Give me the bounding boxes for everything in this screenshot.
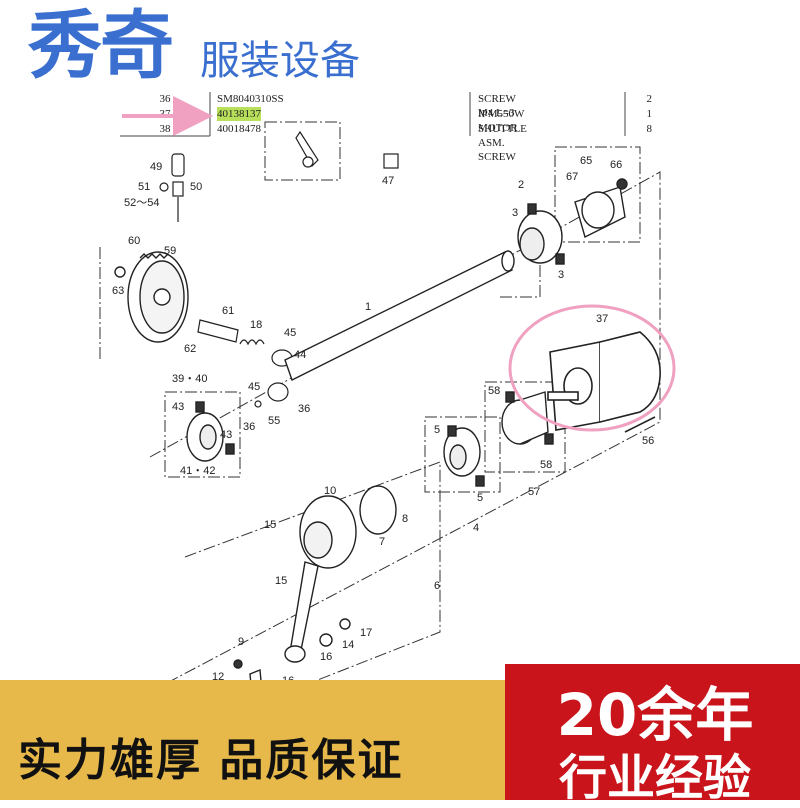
label-5a: 5 [434, 424, 440, 436]
label-15b: 15 [275, 575, 287, 587]
label-14: 14 [342, 639, 354, 651]
part-number: 40018478 [217, 123, 261, 135]
label-16a: 16 [320, 651, 332, 663]
label-43b: 43 [220, 429, 232, 441]
label-10: 10 [324, 485, 336, 497]
bracket-part-65 [574, 178, 628, 239]
label-3a: 3 [512, 207, 518, 219]
label-5b: 5 [477, 492, 483, 504]
label-45a: 45 [284, 327, 296, 339]
label-37: 37 [596, 313, 608, 325]
label-66: 66 [610, 159, 622, 171]
part-quantity: 2 [646, 93, 653, 105]
part-labels: 1 2 3 3 4 5 5 6 7 8 9 10 12 13 14 15 15 … [112, 155, 654, 680]
label-57: 57 [528, 486, 540, 498]
part-quantity: 1 [646, 108, 653, 120]
label-65: 65 [580, 155, 592, 167]
part-description: IPM550W MOTOR [478, 108, 525, 134]
label-3b: 3 [558, 269, 564, 281]
experience-text: 行业经验 [558, 750, 751, 806]
label-59: 59 [164, 245, 176, 257]
main-shaft [284, 250, 515, 381]
label-61: 61 [222, 305, 234, 317]
label-50: 50 [190, 181, 202, 193]
motor-highlight-circle [508, 304, 676, 432]
label-41-42: 41・42 [180, 465, 215, 477]
motor-part [547, 331, 661, 433]
crank-assembly [233, 485, 397, 680]
label-39-40: 39・40 [172, 373, 207, 385]
collar-part-2 [517, 203, 565, 265]
collar-part-39 [186, 401, 235, 462]
label-56: 56 [642, 435, 654, 447]
label-36a: 36 [243, 421, 255, 433]
label-55: 55 [268, 415, 280, 427]
label-63: 63 [112, 285, 124, 297]
brand-subtitle: 服装设备 [200, 38, 360, 84]
label-44: 44 [294, 349, 306, 361]
pulley-part [114, 251, 189, 343]
label-6: 6 [434, 580, 440, 592]
label-45b: 45 [248, 381, 260, 393]
label-58b: 58 [540, 459, 552, 471]
label-52-54: 52～54 [124, 197, 159, 209]
part-description: SCREW M4 L=3 [478, 93, 516, 119]
row-number: 36 [159, 93, 171, 105]
needle-bar-parts [159, 153, 185, 222]
label-8: 8 [402, 513, 408, 525]
label-36b: 36 [298, 403, 310, 415]
label-15a: 15 [264, 519, 276, 531]
label-60: 60 [128, 235, 140, 247]
part-number-highlighted: 40138137 [217, 107, 261, 121]
part-quantity: 8 [646, 123, 653, 135]
label-12: 12 [212, 671, 224, 680]
part-description: SHUTTLE ASM. SCREW [478, 123, 527, 163]
small-shaft-part [197, 319, 293, 408]
header-banner: 秀奇 服装设备 [0, 0, 800, 92]
brand-logo-text: 秀奇 [28, 3, 174, 89]
label-67: 67 [566, 171, 578, 183]
label-4: 4 [473, 522, 479, 534]
label-62: 62 [184, 343, 196, 355]
label-49: 49 [150, 161, 162, 173]
label-9: 9 [238, 636, 244, 648]
years-text: 20余年 [556, 681, 754, 749]
label-18: 18 [250, 319, 262, 331]
label-51: 51 [138, 181, 150, 193]
experience-badge [505, 664, 800, 800]
footer-slogan-panel [0, 680, 510, 800]
label-2: 2 [518, 179, 524, 191]
label-47: 47 [382, 175, 394, 187]
exploded-parts-diagram: 1 2 3 3 4 5 5 6 7 8 9 10 12 13 14 15 15 … [99, 92, 676, 680]
parts-table: 36 SM8040310SS SCREW M4 L=3 2 37 4013813… [120, 92, 653, 163]
row-number: 38 [159, 123, 171, 135]
label-43a: 43 [172, 401, 184, 413]
upper-bracket-part [295, 130, 399, 169]
footer-slogan: 实力雄厚 品质保证 [18, 735, 404, 786]
collar-part-4 [443, 425, 485, 487]
label-17: 17 [360, 627, 372, 639]
label-16b: 16 [282, 675, 294, 680]
label-58a: 58 [488, 385, 500, 397]
part-number: SM8040310SS [217, 93, 284, 105]
label-7: 7 [379, 536, 385, 548]
label-1: 1 [365, 301, 371, 313]
